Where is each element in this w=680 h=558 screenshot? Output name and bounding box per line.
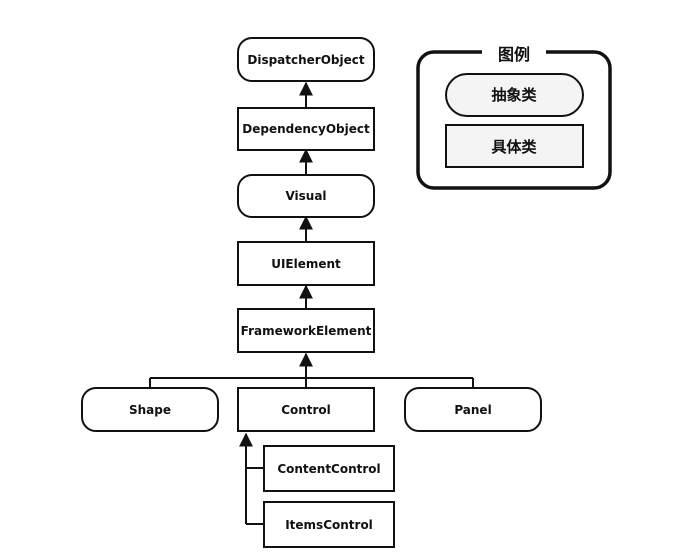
node-label: DispatcherObject — [247, 53, 365, 67]
node-shape: Shape — [81, 387, 219, 432]
node-dispatcherobject: DispatcherObject — [237, 37, 375, 82]
node-label: FrameworkElement — [241, 324, 372, 338]
node-visual: Visual — [237, 174, 375, 218]
node-box-abstract — [81, 387, 219, 432]
node-contentcontrol: ContentControl — [263, 445, 395, 492]
node-panel: Panel — [404, 387, 542, 432]
node-label: Visual — [285, 189, 326, 203]
legend-concrete-swatch — [445, 124, 584, 168]
legend: 图例 抽象类 具体类 — [416, 42, 612, 190]
node-label: DependencyObject — [242, 122, 370, 136]
legend-concrete-label: 具体类 — [491, 138, 537, 156]
node-box-concrete — [237, 387, 375, 432]
connectors — [149, 81, 474, 525]
node-label: Shape — [129, 403, 171, 417]
node-box-abstract — [237, 174, 375, 218]
node-label: UIElement — [271, 257, 341, 271]
node-box-concrete — [263, 501, 395, 548]
node-box-concrete — [263, 445, 395, 492]
node-box-concrete — [237, 107, 375, 151]
legend-abstract-label: 抽象类 — [491, 86, 537, 104]
node-box-abstract — [404, 387, 542, 432]
node-label: ItemsControl — [285, 518, 373, 532]
node-label: ContentControl — [277, 462, 380, 476]
legend-title: 图例 — [498, 45, 530, 64]
node-label: Panel — [454, 403, 491, 417]
node-control: Control — [237, 387, 375, 432]
legend-title-backdrop — [482, 42, 546, 64]
node-dependencyobject: DependencyObject — [237, 107, 375, 151]
node-box-concrete — [237, 241, 375, 286]
node-uielement: UIElement — [237, 241, 375, 286]
legend-abstract-swatch — [445, 73, 584, 117]
node-itemscontrol: ItemsControl — [263, 501, 395, 548]
node-box-concrete — [237, 308, 375, 353]
node-frameworkelement: FrameworkElement — [237, 308, 375, 353]
node-box-abstract — [237, 37, 375, 82]
node-label: Control — [281, 403, 331, 417]
